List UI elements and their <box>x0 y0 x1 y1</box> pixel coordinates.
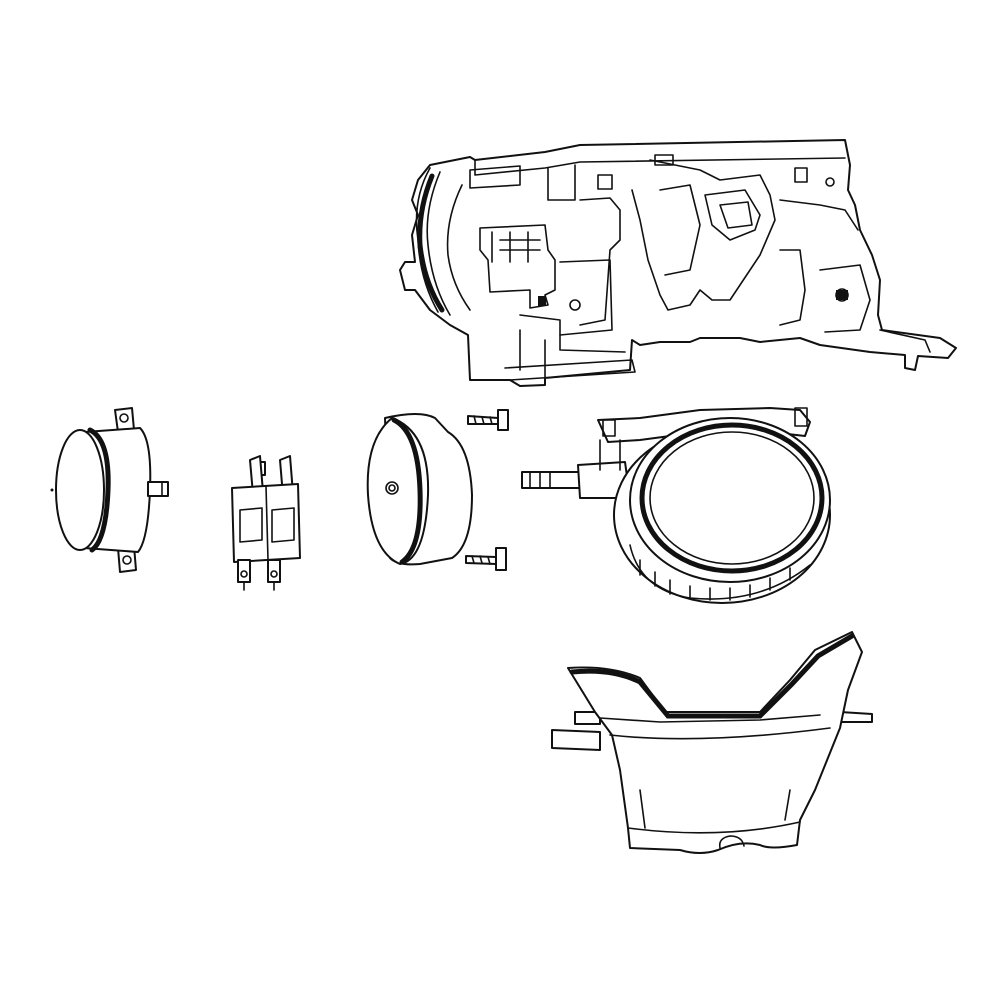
screw-lower <box>465 547 507 571</box>
funnel-chute <box>551 631 873 854</box>
screw-upper <box>467 409 509 431</box>
motor <box>50 407 169 573</box>
solenoid-cover <box>366 413 473 566</box>
auger-ring <box>521 407 831 604</box>
micro-switch <box>231 455 301 591</box>
dispenser-housing <box>399 139 957 387</box>
